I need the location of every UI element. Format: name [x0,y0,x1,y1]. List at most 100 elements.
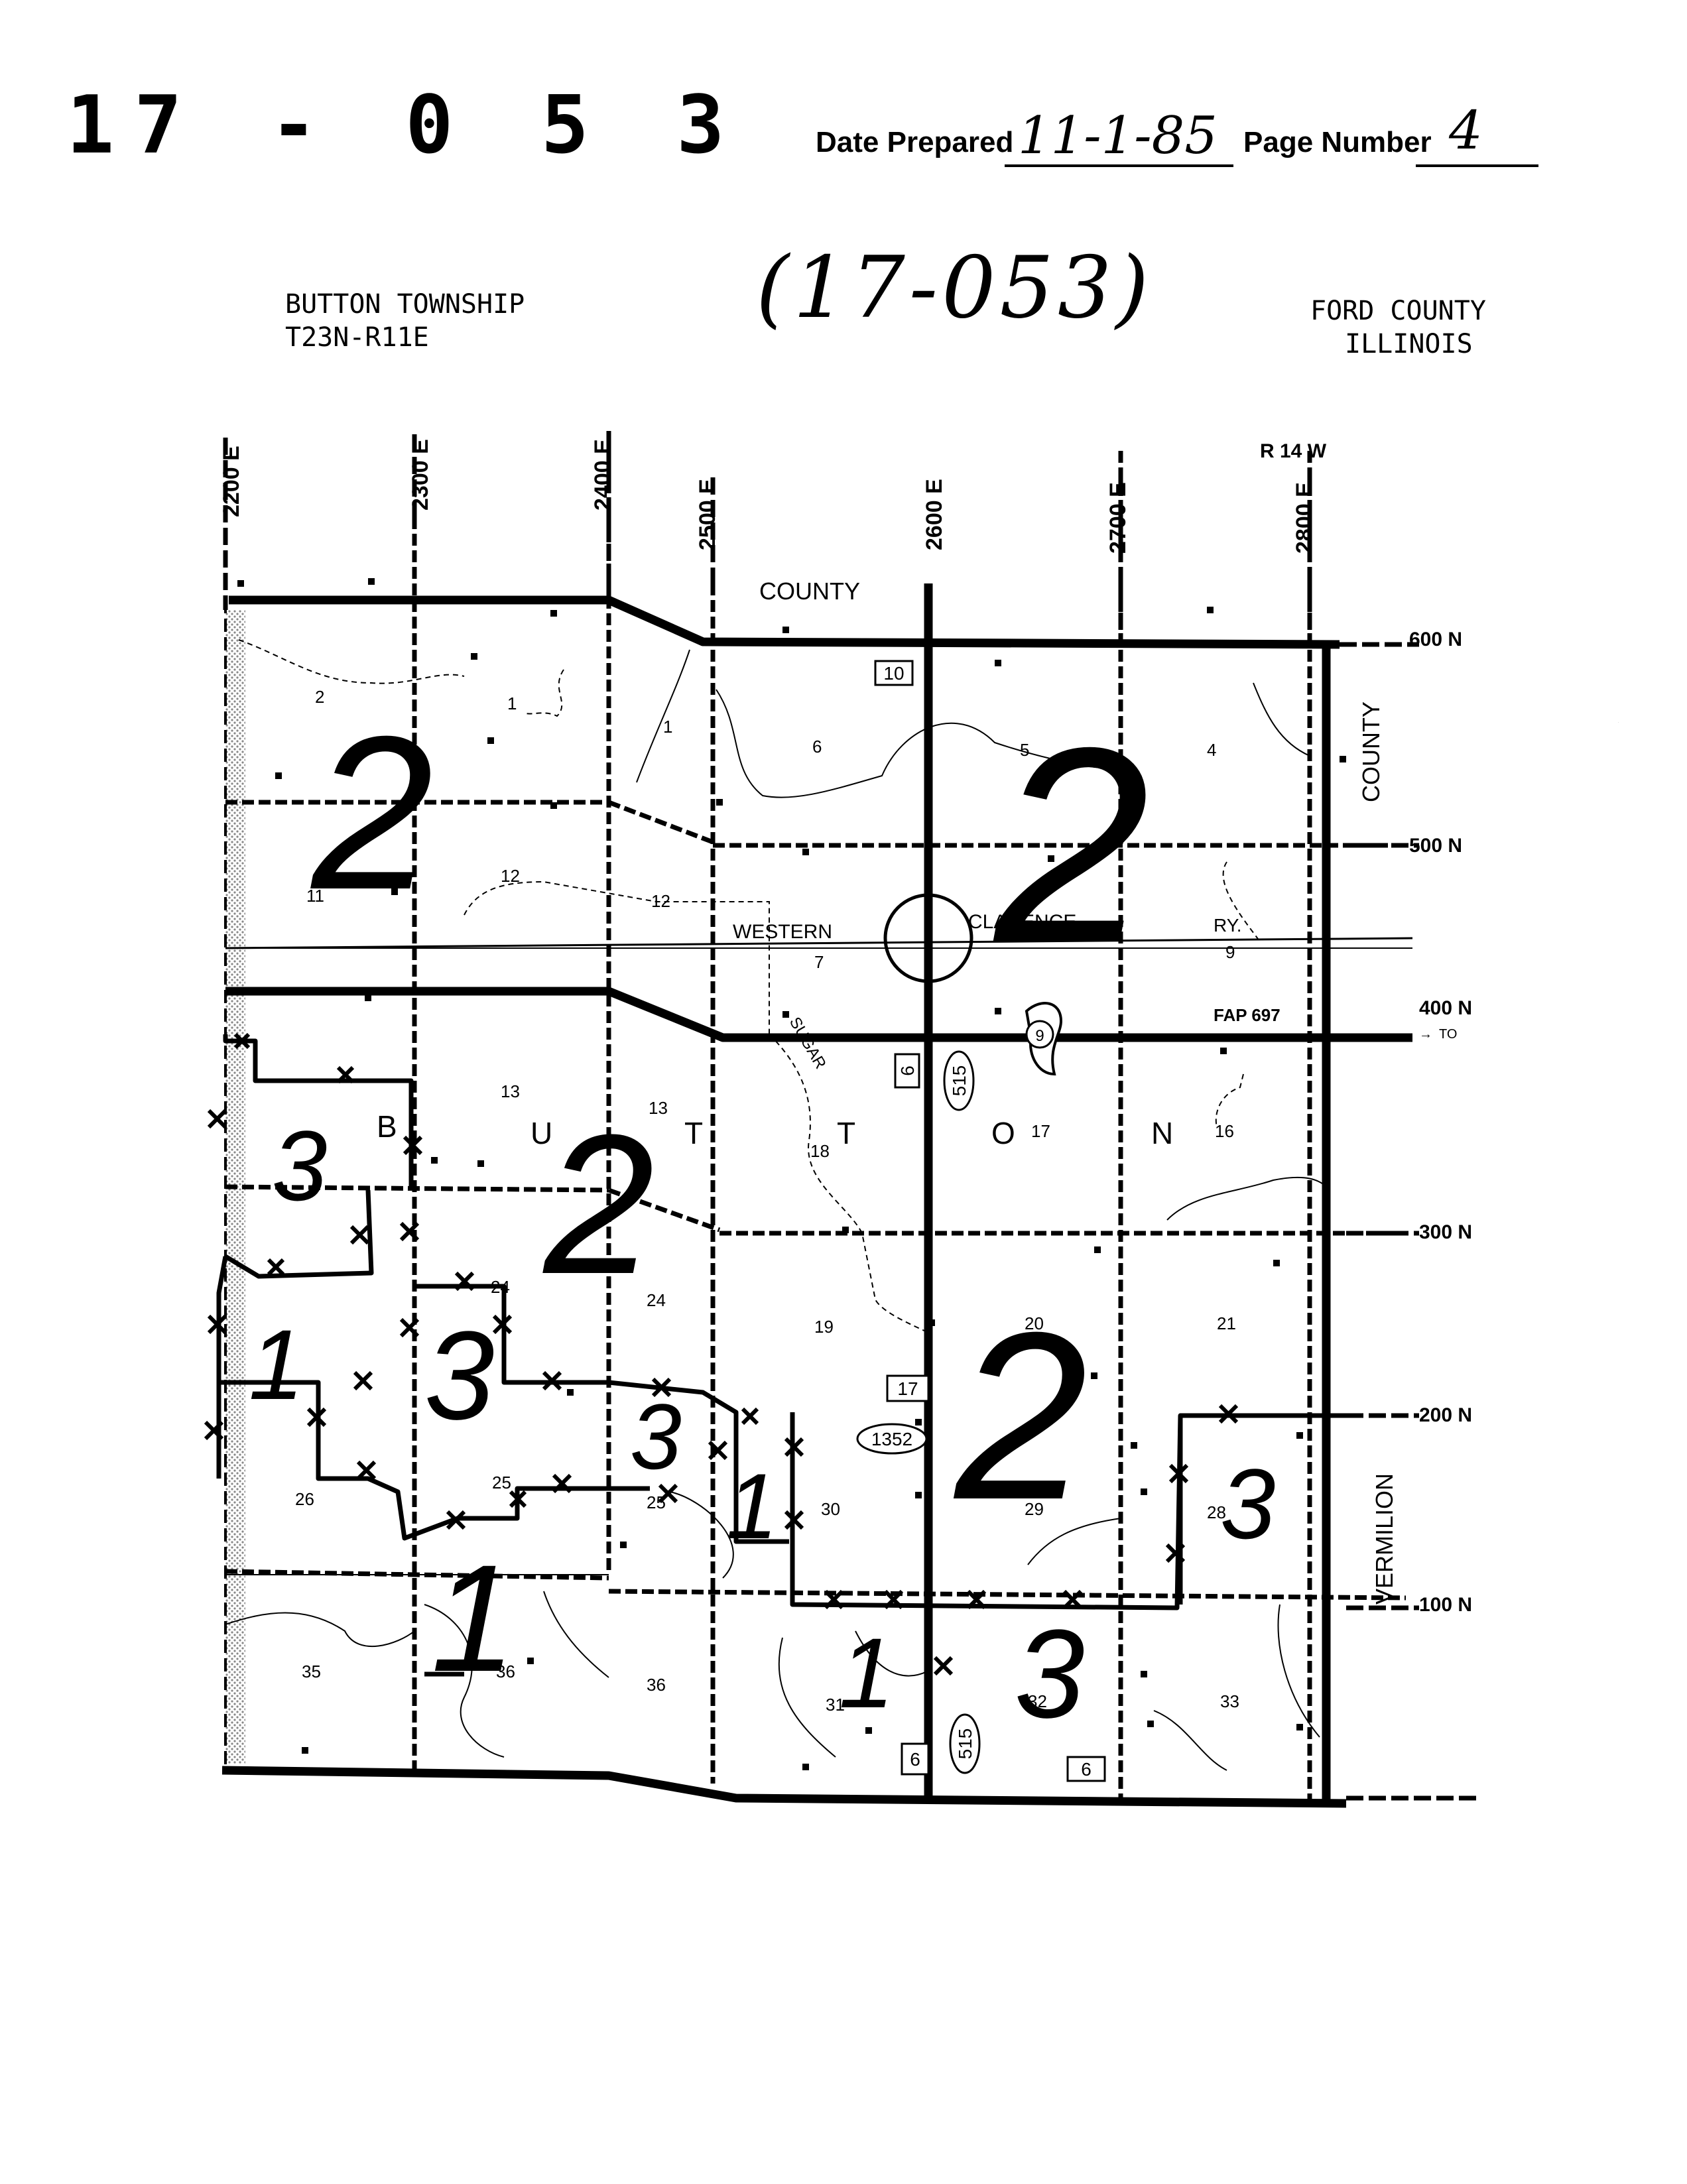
zone-number: 1 [839,1617,894,1729]
zone-numbers: 2 2 2 2 2 3 3 3 3 3 1 1 1 1 [249,690,1619,1744]
svg-text:2400 E: 2400 E [590,439,615,511]
state-name: ILLINOIS [1345,329,1473,359]
svg-text:1: 1 [663,717,672,737]
major-roads [221,583,1412,1808]
railroad-label-clarence: CLARENCE [968,911,1076,933]
svg-text:2200 E: 2200 E [219,446,244,517]
svg-text:200 N: 200 N [1419,1404,1472,1426]
svg-text:515: 515 [955,1729,975,1760]
clarence-town-circle [883,893,973,983]
zone-number: 3 [272,1110,327,1221]
to-arrow: → [1419,1027,1432,1042]
svg-text:2800 E: 2800 E [1292,482,1317,554]
section-lines [225,947,1412,1575]
range-label: R 14 W [1260,440,1327,462]
zone-boundaries [216,1034,1346,1677]
svg-text:28: 28 [1207,1502,1226,1522]
route-shield-515-south: 515 [949,1713,981,1774]
page-underline [1416,164,1538,167]
fap-label: FAP 697 [1214,1005,1281,1025]
horizontal-road-labels: 600 N 500 N 400 N 300 N 200 N 100 N [1409,629,1472,1616]
zone-number: 3 [1015,1604,1085,1744]
svg-text:11: 11 [306,886,324,906]
to-label: TO [1439,1027,1457,1042]
township-lettering: B U T T O N [377,1109,1173,1150]
page-number-value: 4 [1449,99,1483,161]
route-shield-10: 10 [874,660,914,686]
zone-number: 3 [1220,1448,1275,1559]
handwritten-id: (17-053) [756,239,1153,337]
zone-number: 1 [249,1309,304,1420]
route-shield-6-north: 6 [894,1053,920,1089]
svg-text:24: 24 [647,1290,666,1310]
svg-text:35: 35 [302,1662,321,1681]
rivers [225,649,1327,1771]
date-underline [1005,164,1233,167]
svg-text:6: 6 [812,737,822,757]
date-prepared-value: 11-1-85 [1018,106,1218,166]
zone-number: 1 [726,1454,778,1558]
streams [238,639,1261,1333]
zone-number: 3 [630,1384,682,1488]
svg-text:7: 7 [814,952,824,972]
svg-text:6: 6 [1081,1759,1092,1780]
zone-number: 2 [308,690,434,935]
date-prepared-label: Date Prepared [816,126,1014,158]
county-label-top: COUNTY [759,577,860,605]
svg-text:2: 2 [315,687,324,707]
svg-text:2300 E: 2300 E [408,439,433,511]
svg-text:31: 31 [826,1695,845,1715]
svg-text:32: 32 [1028,1691,1047,1711]
svg-text:500 N: 500 N [1409,835,1462,857]
section-numbers: 1 1 2 4 5 6 7 9 11 12 12 13 13 16 17 18 … [295,687,1239,1715]
svg-text:18: 18 [810,1141,830,1161]
county-name: FORD COUNTY [1310,296,1486,326]
route-shield-515-north: 515 [943,1050,975,1111]
svg-text:10: 10 [883,663,904,684]
svg-text:6: 6 [897,1065,918,1076]
vermilion-label: VERMILION [1371,1473,1398,1605]
township-name: BUTTON TOWNSHIP [285,289,525,320]
svg-text:600 N: 600 N [1409,629,1462,650]
zone-number: 3 [424,1305,495,1446]
svg-text:9: 9 [1225,942,1235,962]
svg-text:U: U [531,1116,552,1150]
railroad-label-ry: RY. [1214,915,1242,936]
svg-text:1: 1 [507,694,517,713]
svg-text:2500 E: 2500 E [695,479,720,550]
svg-text:2700 E: 2700 E [1105,482,1131,554]
county-label-right: COUNTY [1357,701,1385,802]
railroad-line [225,937,1413,949]
svg-text:T: T [684,1116,703,1150]
zone-number: 2 [1618,722,1619,723]
svg-text:12: 12 [651,891,670,911]
svg-text:20: 20 [1025,1313,1044,1333]
svg-text:515: 515 [949,1065,969,1097]
building-markers [237,578,1346,1770]
svg-text:400 N: 400 N [1419,997,1472,1019]
route-shields: 10 6 515 17 1352 6 515 6 9 [856,660,1106,1782]
svg-text:1352: 1352 [871,1429,912,1449]
svg-text:2600 E: 2600 E [922,479,947,550]
township-range: T23N-R11E [285,322,429,353]
svg-text:21: 21 [1217,1313,1236,1333]
page-number-label: Page Number [1243,126,1432,158]
svg-text:17: 17 [897,1378,918,1399]
svg-text:B: B [377,1109,397,1144]
svg-text:9: 9 [1035,1027,1044,1045]
svg-text:6: 6 [910,1749,920,1770]
svg-text:36: 36 [496,1662,515,1681]
svg-text:300 N: 300 N [1419,1221,1472,1243]
svg-text:5: 5 [1020,740,1029,760]
svg-text:16: 16 [1215,1121,1234,1141]
svg-text:T: T [837,1116,855,1150]
svg-text:12: 12 [501,866,520,886]
svg-text:O: O [991,1116,1015,1150]
svg-text:25: 25 [492,1473,511,1492]
route-shield-9: 9 [1025,1020,1054,1049]
route-shield-1352: 1352 [856,1423,928,1455]
svg-text:25: 25 [647,1492,666,1512]
svg-text:100 N: 100 N [1419,1594,1472,1616]
zone-number: 2 [990,690,1149,1001]
